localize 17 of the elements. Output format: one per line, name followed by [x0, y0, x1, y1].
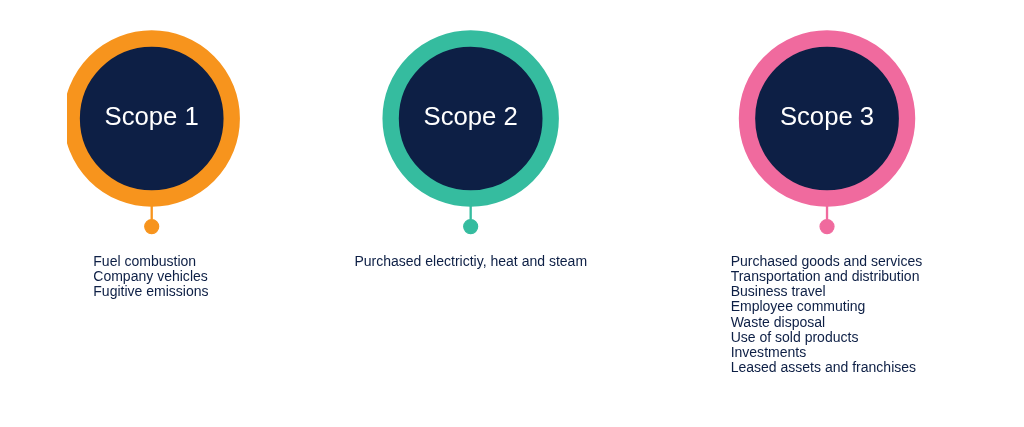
node-label: Transportation and distribution	[730, 268, 919, 285]
node-label: Employee commuting	[730, 298, 865, 315]
node-circle: Scope 1	[66, 30, 240, 207]
node-label: Purchased goods and services	[730, 252, 922, 269]
node-label: Leased assets and franchises	[730, 359, 916, 376]
node-circle: Scope 2	[381, 30, 559, 207]
node-label: Company vehicles	[92, 268, 208, 285]
node-circle	[462, 219, 478, 235]
node-label: Waste disposal	[730, 313, 825, 330]
node-label: Business travel	[730, 283, 826, 300]
node-label: Fuel combustion	[92, 252, 196, 269]
node-circle: Scope 3	[738, 30, 915, 207]
node-label: Investments	[730, 343, 806, 360]
node-label: Fugitive emissions	[92, 283, 209, 300]
node-label: Purchased electrictiy, heat and steam	[353, 252, 587, 269]
node-circle	[143, 219, 159, 235]
node-circle	[818, 219, 835, 235]
